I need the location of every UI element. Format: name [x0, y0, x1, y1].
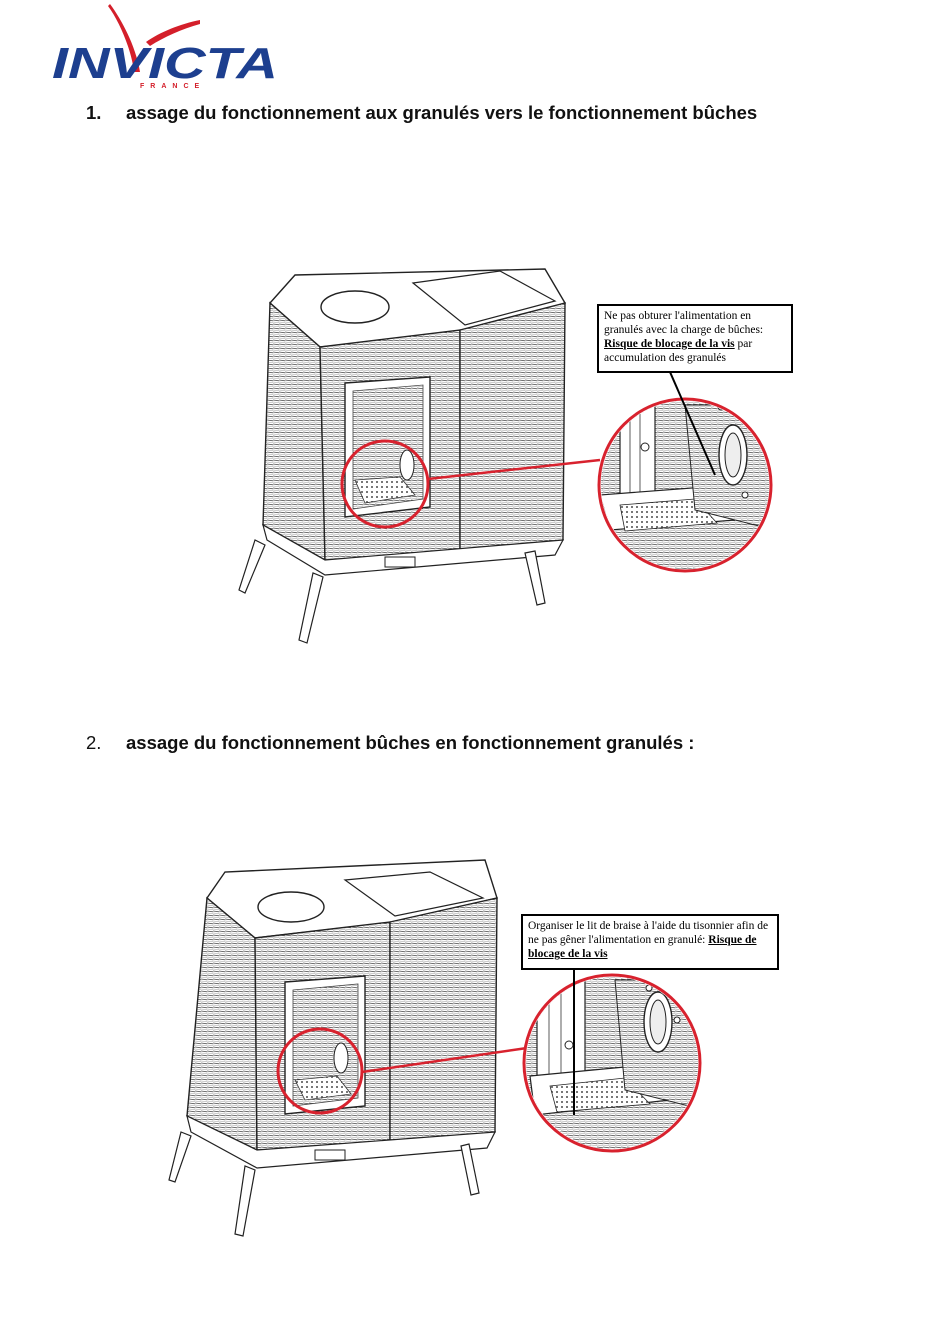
section-1-number: 1.	[86, 102, 102, 123]
note-box-1: Ne pas obturer l'alimentation en granulé…	[597, 304, 793, 373]
section-2-title: assage du fonctionnement bûches en fonct…	[126, 732, 695, 753]
svg-text:FRANCE: FRANCE	[140, 83, 205, 88]
note-box-2: Organiser le lit de braise à l'aide du t…	[521, 914, 779, 970]
section-2-heading: 2. assage du fonctionnement bûches en fon…	[86, 732, 694, 754]
note-1-warning: Risque de blocage de la vis	[604, 338, 735, 350]
note-2-text: Organiser le lit de braise à l'aide du t…	[528, 920, 769, 946]
invicta-logo: INVICTA FRANCE	[52, 4, 278, 88]
section-2-number: 2.	[86, 732, 102, 753]
stove-diagram-1	[238, 268, 773, 644]
section-1-title: assage du fonctionnement aux granulés ve…	[126, 102, 758, 123]
note-1-text-after: par accumulation des granulés	[604, 338, 753, 364]
svg-text:INVICTA: INVICTA	[52, 39, 278, 88]
note-2-warning: Risque de blocage de la vis	[528, 934, 757, 960]
section-1-heading: 1. assage du fonctionnement aux granulés …	[86, 102, 757, 124]
note-1-text: Ne pas obturer l'alimentation en granulé…	[604, 310, 764, 336]
stove-diagram-2	[168, 859, 702, 1237]
